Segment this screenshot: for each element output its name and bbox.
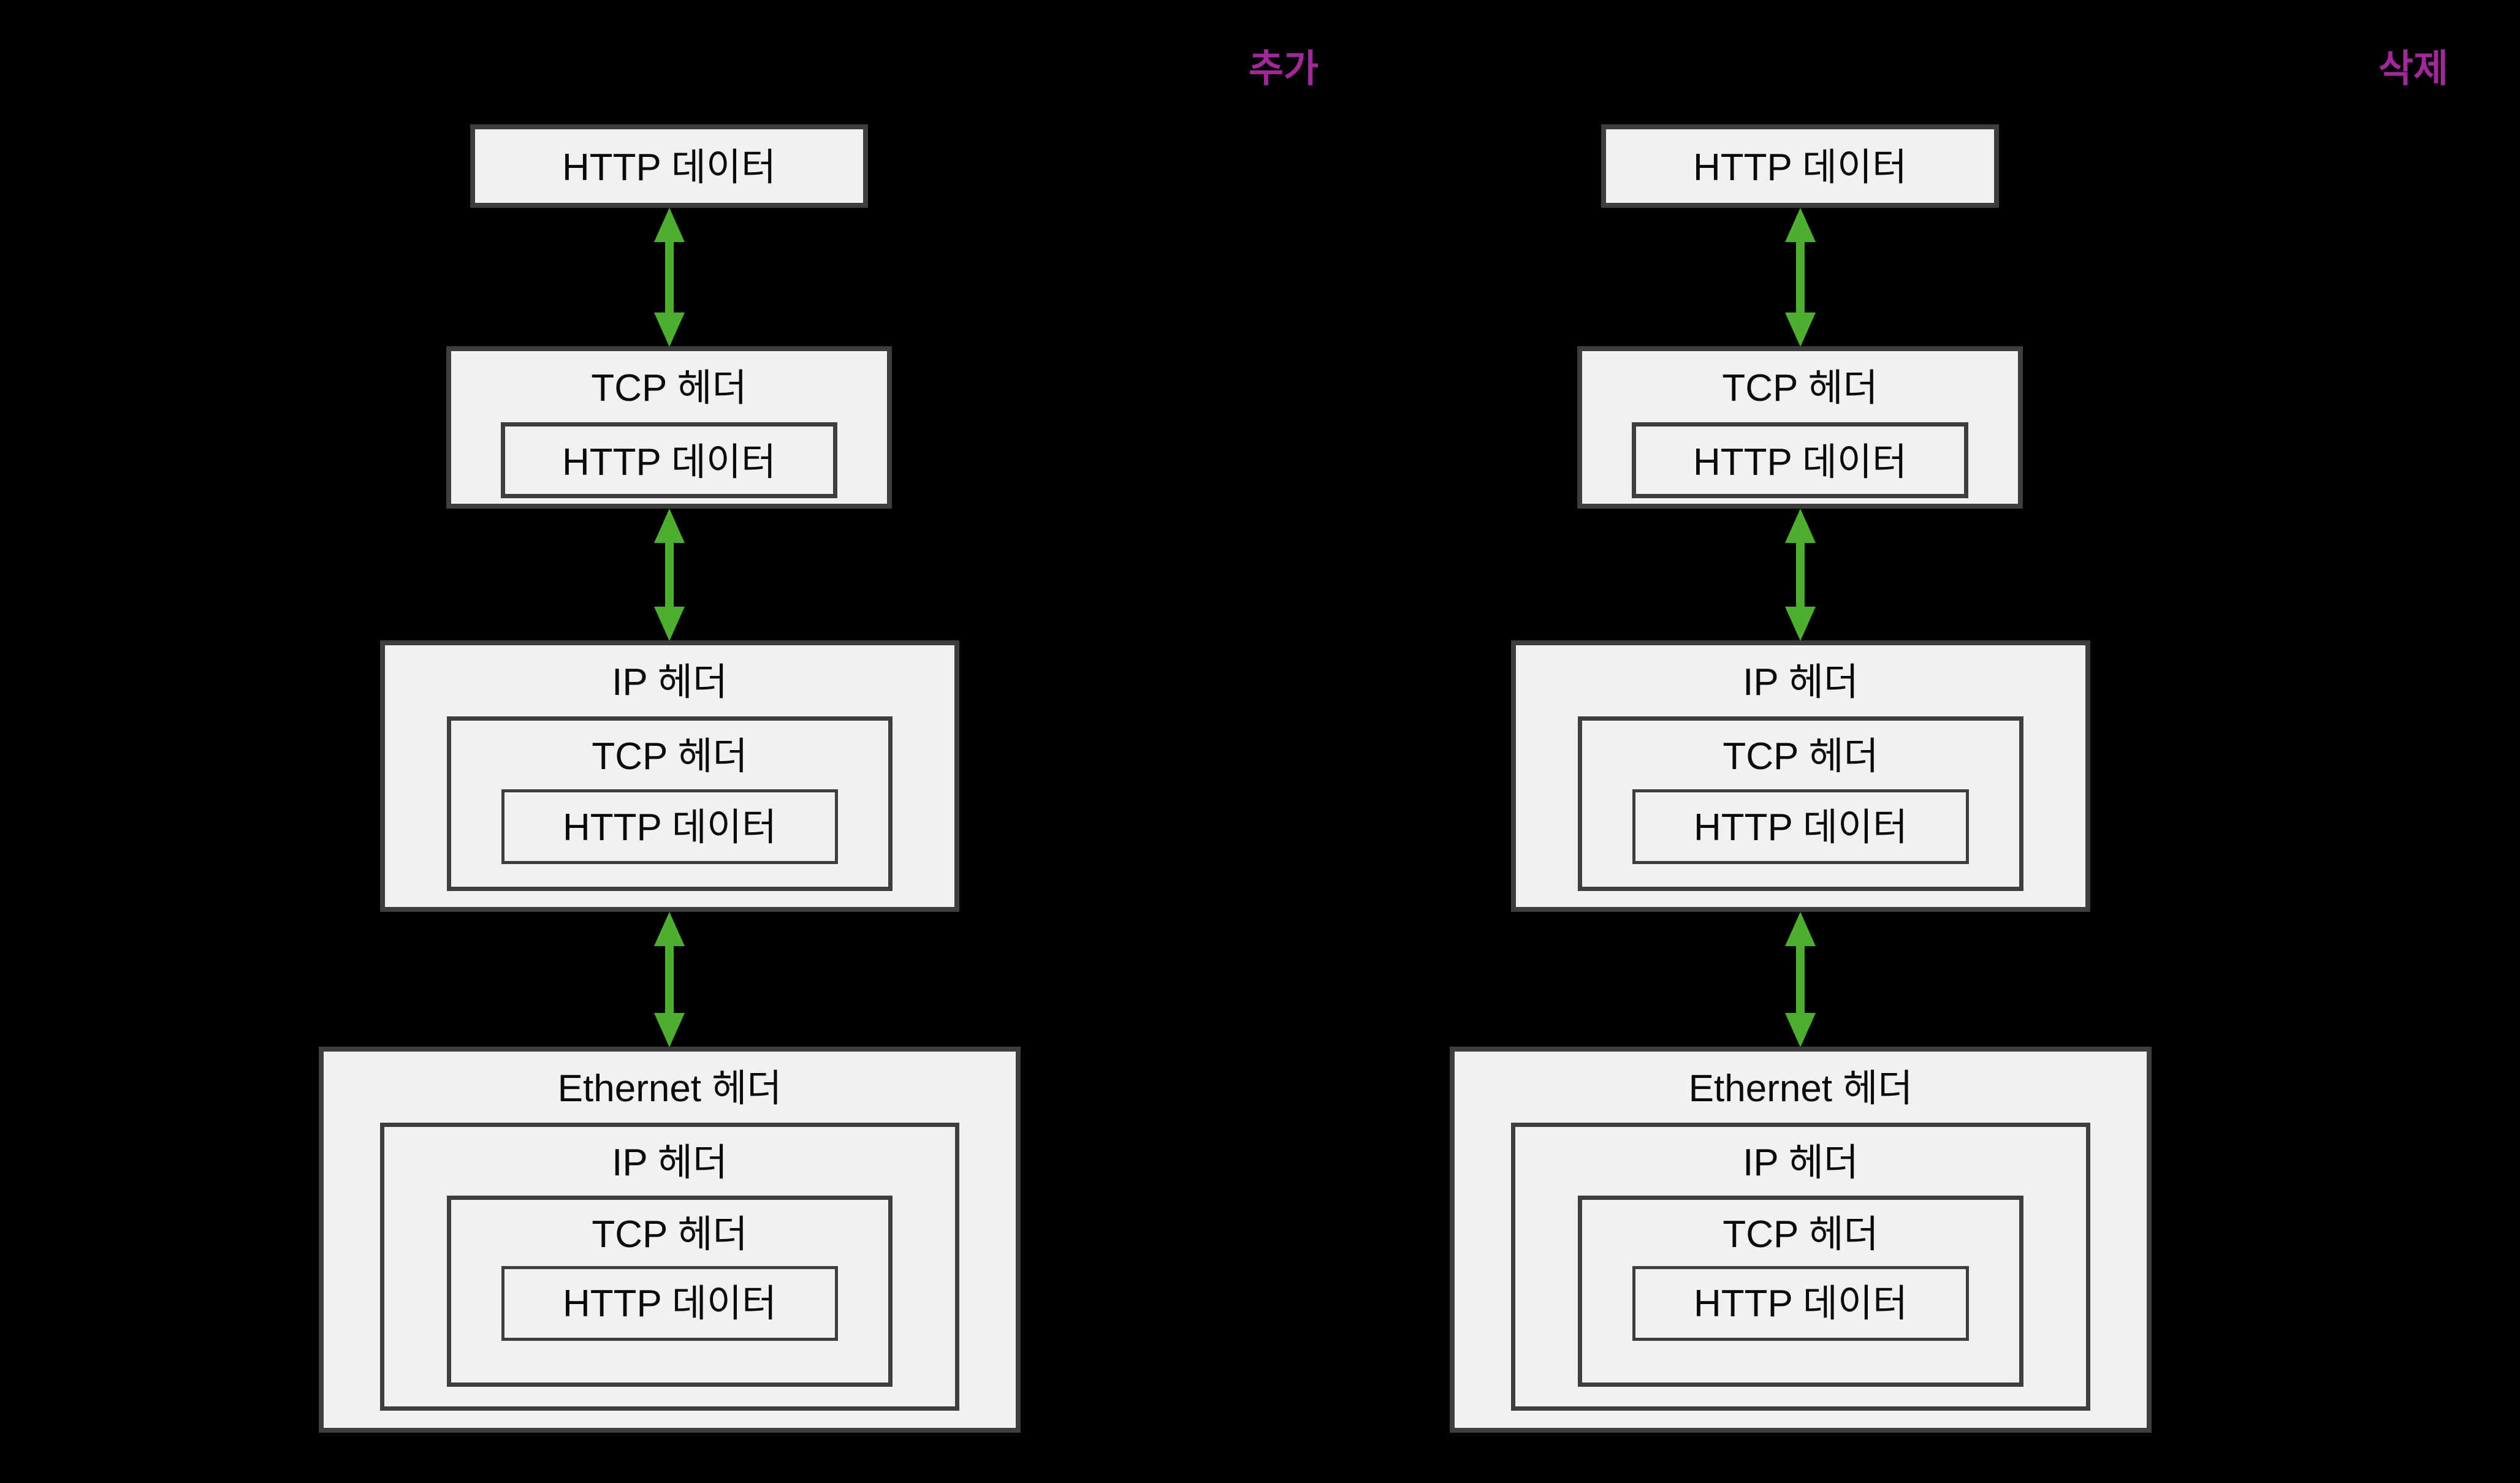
- label-tcp-header: TCP 헤더: [591, 367, 747, 409]
- label-ip-header: IP 헤더: [1743, 1142, 1859, 1184]
- box-http-data-in-tcp-in-ip: HTTP 데이터: [501, 789, 838, 864]
- box-ethernet-header-level4: Ethernet 헤더 IP 헤더 TCP 헤더 HTTP 데이터: [319, 1047, 1021, 1433]
- label-tcp-header: TCP 헤더: [1722, 367, 1878, 409]
- label-ip-header: IP 헤더: [612, 661, 728, 704]
- arrow-tcp-to-ip: [1783, 509, 1818, 641]
- box-http-data-level1: HTTP 데이터: [470, 124, 868, 208]
- box-tcp-header-in-ip: TCP 헤더 HTTP 데이터: [1578, 716, 2023, 891]
- label-tcp-header: TCP 헤더: [592, 1213, 748, 1256]
- caption-add: 추가: [1248, 48, 1319, 90]
- box-tcp-header-in-ip-in-ethernet: TCP 헤더 HTTP 데이터: [1578, 1196, 2023, 1387]
- label-tcp-header: TCP 헤더: [1723, 1213, 1879, 1256]
- box-http-data-in-tcp: HTTP 데이터: [501, 422, 837, 498]
- box-http-data-in-tcp: HTTP 데이터: [1632, 422, 1968, 498]
- box-tcp-header-level2: TCP 헤더 HTTP 데이터: [446, 346, 892, 509]
- box-http-data-level1: HTTP 데이터: [1601, 124, 1999, 208]
- arrow-http-to-tcp: [1783, 208, 1818, 347]
- label-http-data: HTTP 데이터: [1692, 146, 1908, 189]
- arrow-tcp-to-ip: [652, 509, 687, 641]
- label-ethernet-header: Ethernet 헤더: [1688, 1068, 1913, 1110]
- box-http-data-in-tcp-in-ip: HTTP 데이터: [1632, 789, 1969, 864]
- caption-delete: 삭제: [2378, 48, 2449, 90]
- box-http-data-deepest: HTTP 데이터: [1632, 1266, 1969, 1341]
- label-http-data: HTTP 데이터: [561, 441, 777, 484]
- label-http-data: HTTP 데이터: [561, 146, 777, 189]
- box-ethernet-header-level4: Ethernet 헤더 IP 헤더 TCP 헤더 HTTP 데이터: [1450, 1047, 2152, 1433]
- box-http-data-deepest: HTTP 데이터: [501, 1266, 838, 1341]
- box-tcp-header-in-ip: TCP 헤더 HTTP 데이터: [447, 716, 893, 891]
- arrow-ip-to-ethernet: [652, 912, 687, 1047]
- label-http-data: HTTP 데이터: [562, 806, 777, 849]
- label-tcp-header: TCP 헤더: [1723, 735, 1879, 778]
- label-http-data: HTTP 데이터: [1692, 441, 1908, 484]
- arrow-http-to-tcp: [652, 208, 687, 347]
- box-ip-header-in-ethernet: IP 헤더 TCP 헤더 HTTP 데이터: [1511, 1123, 2090, 1411]
- box-tcp-header-level2: TCP 헤더 HTTP 데이터: [1577, 346, 2023, 509]
- label-http-data: HTTP 데이터: [1693, 1283, 1908, 1325]
- label-http-data: HTTP 데이터: [562, 1283, 777, 1325]
- box-ip-header-level3: IP 헤더 TCP 헤더 HTTP 데이터: [1511, 640, 2090, 912]
- label-ip-header: IP 헤더: [612, 1142, 728, 1184]
- arrow-ip-to-ethernet: [1783, 912, 1818, 1047]
- label-ip-header: IP 헤더: [1743, 661, 1859, 704]
- label-ethernet-header: Ethernet 헤더: [557, 1068, 782, 1110]
- label-tcp-header: TCP 헤더: [592, 735, 748, 778]
- box-ip-header-level3: IP 헤더 TCP 헤더 HTTP 데이터: [380, 640, 959, 912]
- box-ip-header-in-ethernet: IP 헤더 TCP 헤더 HTTP 데이터: [380, 1123, 959, 1411]
- box-tcp-header-in-ip-in-ethernet: TCP 헤더 HTTP 데이터: [447, 1196, 893, 1387]
- label-http-data: HTTP 데이터: [1693, 806, 1908, 849]
